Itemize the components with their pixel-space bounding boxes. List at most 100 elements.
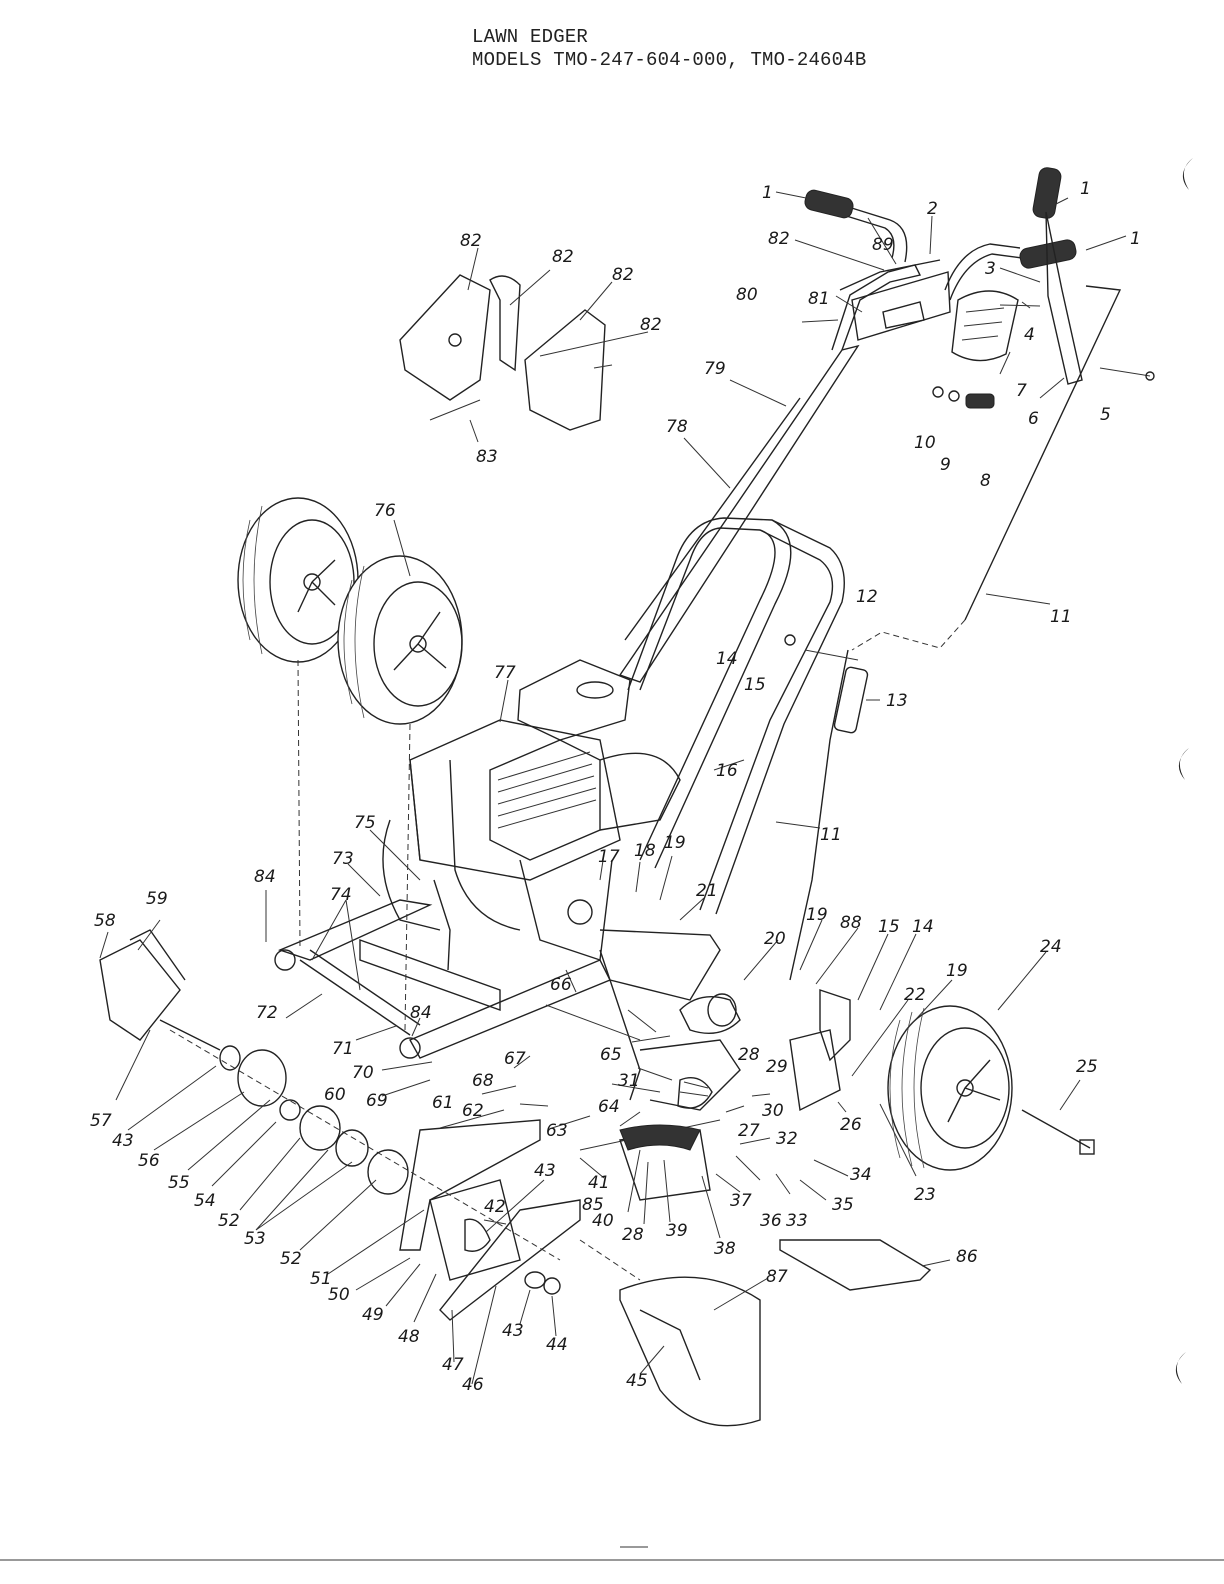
callout-73: 73	[332, 849, 354, 869]
handle-assembly	[618, 167, 1155, 981]
callout-20: 20	[764, 929, 786, 949]
callout-10: 10	[914, 433, 936, 453]
callout-28: 28	[738, 1045, 760, 1065]
callout-47: 47	[442, 1355, 464, 1375]
callout-11: 11	[820, 825, 842, 845]
callout-5: 5	[1100, 405, 1111, 425]
callout-9: 9	[940, 455, 951, 475]
callout-1: 1	[1080, 179, 1091, 199]
axle-parts	[159, 1019, 561, 1295]
callout-72: 72	[256, 1003, 278, 1023]
callout-69: 69	[366, 1091, 388, 1111]
callout-2: 2	[927, 199, 938, 219]
callout-63: 63	[546, 1121, 568, 1141]
callout-48: 48	[398, 1327, 420, 1347]
callout-35: 35	[832, 1195, 854, 1215]
callout-68: 68	[472, 1071, 494, 1091]
callout-71: 71	[332, 1039, 354, 1059]
footer-marks	[0, 1546, 1224, 1561]
right-wheel	[887, 1005, 1095, 1171]
callout-26: 26	[840, 1115, 862, 1135]
callout-65: 65	[600, 1045, 622, 1065]
callout-84: 84	[254, 867, 276, 887]
callout-58: 58	[94, 911, 116, 931]
callout-60: 60	[324, 1085, 346, 1105]
callout-14: 14	[716, 649, 738, 669]
callout-32: 32	[776, 1129, 798, 1149]
guards	[99, 929, 932, 1427]
callout-57: 57	[90, 1111, 112, 1131]
leader-lines	[99, 191, 1127, 1385]
callout-55: 55	[168, 1173, 190, 1193]
callout-86: 86	[956, 1247, 978, 1267]
callout-82: 82	[612, 265, 634, 285]
callout-17: 17	[598, 847, 620, 867]
model-numbers: MODELS TMO-247-604-000, TMO-24604B	[472, 49, 867, 71]
callout-50: 50	[328, 1285, 350, 1305]
callout-66: 66	[550, 975, 572, 995]
callout-70: 70	[352, 1063, 374, 1083]
callout-61: 61	[432, 1093, 454, 1113]
callout-79: 79	[704, 359, 726, 379]
callout-46: 46	[462, 1375, 484, 1395]
callout-51: 51	[310, 1269, 332, 1289]
callout-78: 78	[666, 417, 688, 437]
callout-59: 59	[146, 889, 168, 909]
callout-15: 15	[744, 675, 766, 695]
callout-76: 76	[374, 501, 396, 521]
callout-16: 16	[716, 761, 738, 781]
callout-34: 34	[850, 1165, 872, 1185]
callout-25: 25	[1076, 1057, 1098, 1077]
callout-82: 82	[768, 229, 790, 249]
callout-80: 80	[736, 285, 758, 305]
callout-14: 14	[912, 917, 934, 937]
callout-29: 29	[766, 1057, 788, 1077]
callout-19: 19	[664, 833, 686, 853]
rear-wheels	[237, 497, 463, 1031]
callout-77: 77	[494, 663, 516, 683]
callout-1: 1	[762, 183, 773, 203]
callout-82: 82	[640, 315, 662, 335]
callout-33: 33	[786, 1211, 808, 1231]
callout-27: 27	[738, 1121, 760, 1141]
callout-83: 83	[476, 447, 498, 467]
callout-3: 3	[985, 259, 996, 279]
callout-40: 40	[592, 1211, 614, 1231]
binder-marks	[1175, 158, 1193, 1384]
callouts: 1 1 1 2 3 4 5 6 7 8 9 10 11 11 12 13 14 …	[90, 179, 1141, 1395]
callout-44: 44	[546, 1335, 568, 1355]
callout-31: 31	[618, 1071, 640, 1091]
callout-53: 53	[244, 1229, 266, 1249]
callout-24: 24	[1040, 937, 1062, 957]
callout-37: 37	[730, 1191, 752, 1211]
callout-54: 54	[194, 1191, 216, 1211]
callout-89: 89	[872, 235, 894, 255]
callout-49: 49	[362, 1305, 384, 1325]
callout-67: 67	[504, 1049, 526, 1069]
lower-handle	[627, 517, 859, 915]
callout-45: 45	[626, 1371, 648, 1391]
callout-74: 74	[330, 885, 352, 905]
callout-6: 6	[1028, 409, 1039, 429]
callout-23: 23	[914, 1185, 936, 1205]
callout-84: 84	[410, 1003, 432, 1023]
callout-38: 38	[714, 1239, 736, 1259]
callout-75: 75	[354, 813, 376, 833]
callout-13: 13	[886, 691, 908, 711]
callout-43: 43	[502, 1321, 524, 1341]
frame	[274, 899, 741, 1111]
callout-62: 62	[462, 1101, 484, 1121]
callout-30: 30	[762, 1101, 784, 1121]
callout-19: 19	[806, 905, 828, 925]
callout-7: 7	[1016, 381, 1027, 401]
callout-12: 12	[856, 587, 878, 607]
callout-28: 28	[622, 1225, 644, 1245]
callout-1: 1	[1130, 229, 1141, 249]
callout-82: 82	[552, 247, 574, 267]
callout-88: 88	[840, 913, 862, 933]
callout-43: 43	[112, 1131, 134, 1151]
callout-4: 4	[1024, 325, 1035, 345]
callout-15: 15	[878, 917, 900, 937]
callout-11: 11	[1050, 607, 1072, 627]
